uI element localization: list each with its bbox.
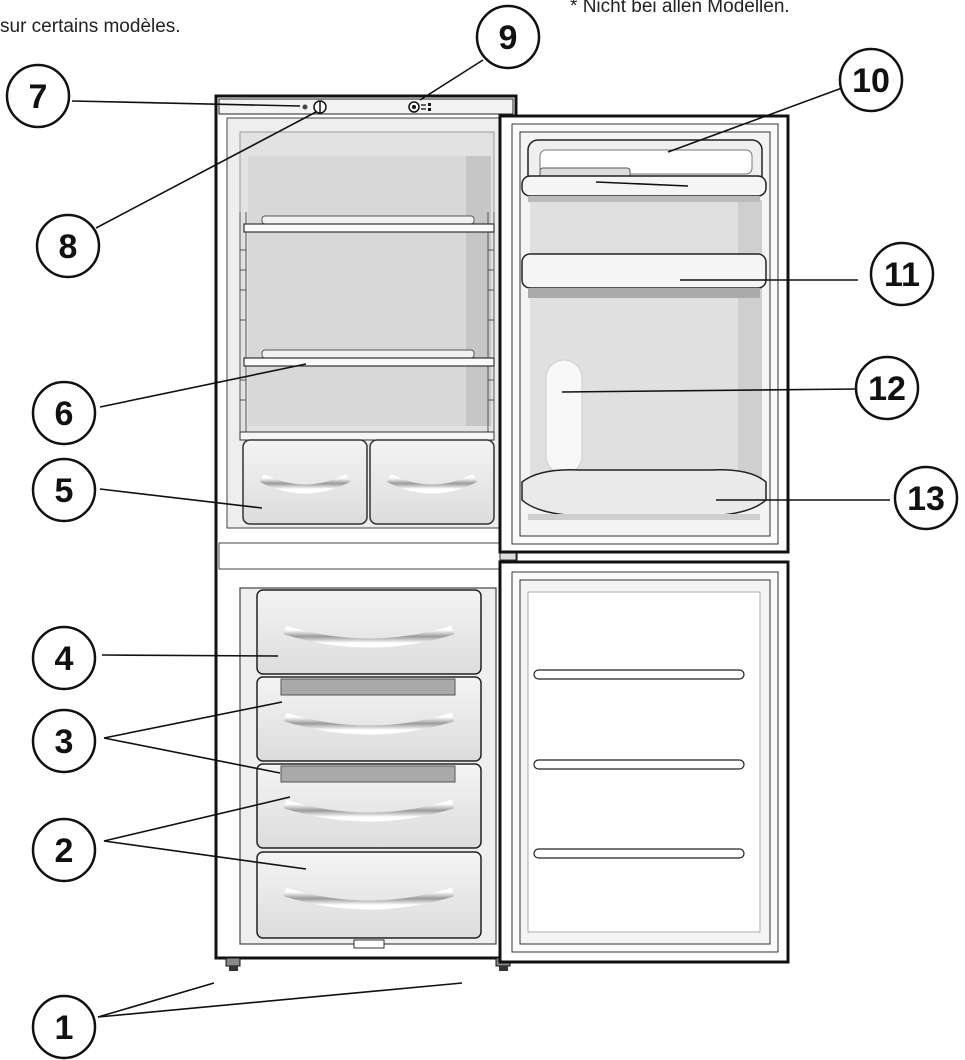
svg-text:12: 12 bbox=[868, 370, 906, 408]
callout-13: 13 bbox=[893, 465, 959, 531]
door-rack-middle bbox=[521, 253, 767, 298]
svg-text:13: 13 bbox=[907, 480, 945, 518]
glass-shelf bbox=[243, 349, 495, 367]
svg-text:3: 3 bbox=[55, 723, 74, 761]
callout-8: 8 bbox=[35, 213, 101, 279]
callout-12: 12 bbox=[854, 355, 920, 421]
callout-9: 9 bbox=[475, 4, 541, 70]
note-de: * Nicht bei allen Modellen. bbox=[570, 0, 790, 18]
svg-text:1: 1 bbox=[55, 1009, 74, 1047]
freezer-drawer-top[interactable] bbox=[256, 589, 482, 675]
callout-7: 7 bbox=[5, 63, 71, 129]
fast-freeze-label bbox=[280, 678, 456, 696]
svg-text:4: 4 bbox=[55, 640, 74, 678]
callout-2: 2 bbox=[31, 817, 97, 883]
svg-text:10: 10 bbox=[852, 62, 890, 100]
svg-text:9: 9 bbox=[499, 19, 518, 57]
note-de-text: Nicht bei allen Modellen. bbox=[582, 0, 790, 17]
svg-text:6: 6 bbox=[55, 395, 74, 433]
callout-3: 3 bbox=[31, 708, 97, 774]
callout-1: 1 bbox=[31, 994, 97, 1060]
callout-4: 4 bbox=[31, 625, 97, 691]
door-rail bbox=[533, 669, 745, 680]
freezer-drawer-bottom[interactable] bbox=[256, 851, 482, 939]
freezer-door[interactable] bbox=[498, 560, 790, 964]
svg-text:8: 8 bbox=[59, 228, 78, 266]
door-rail bbox=[533, 759, 745, 770]
crisper-drawer-right[interactable] bbox=[369, 439, 495, 525]
fridge-door[interactable] bbox=[498, 114, 790, 554]
thermostat-knob-icon[interactable] bbox=[313, 100, 327, 114]
bottle-holder bbox=[545, 359, 583, 475]
svg-text:5: 5 bbox=[55, 472, 74, 510]
fast-freeze-label bbox=[280, 765, 456, 783]
crisper-drawer-left[interactable] bbox=[242, 439, 368, 525]
bottle-rack bbox=[521, 469, 767, 520]
callout-10: 10 bbox=[838, 47, 904, 113]
door-rail bbox=[533, 848, 745, 859]
door-rack-top bbox=[521, 175, 767, 202]
svg-text:11: 11 bbox=[884, 256, 920, 294]
cabinet bbox=[214, 94, 518, 971]
freezer-drawer-3[interactable] bbox=[256, 763, 482, 849]
indicator-light-icon bbox=[302, 104, 308, 110]
svg-text:7: 7 bbox=[29, 78, 48, 116]
svg-text:2: 2 bbox=[55, 832, 74, 870]
callout-5: 5 bbox=[31, 457, 97, 523]
glass-shelf bbox=[243, 215, 495, 233]
adjustable-foot bbox=[225, 957, 241, 971]
callout-6: 6 bbox=[31, 380, 97, 446]
light-switch-icon[interactable] bbox=[408, 101, 431, 113]
leader-lines bbox=[71, 59, 890, 1018]
note-fr: sur certains modèles. bbox=[0, 16, 181, 37]
callout-11: 11 bbox=[869, 241, 935, 307]
asterisk: * bbox=[570, 0, 583, 17]
freezer-drawer-2[interactable] bbox=[256, 676, 482, 762]
